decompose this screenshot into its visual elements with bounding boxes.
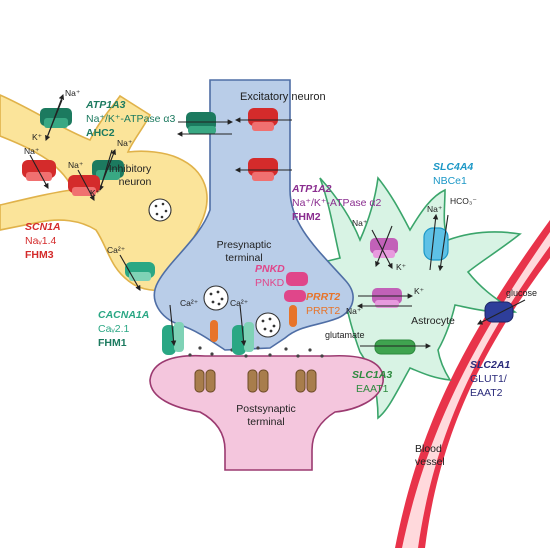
ion-k-pump-soma: K⁺ [90, 188, 101, 198]
vesicle-contents [154, 202, 276, 333]
slc4a4-transporter [423, 213, 449, 272]
ion-k-astro-2: K⁺ [414, 286, 425, 296]
ion-k-astro-1: K⁺ [396, 262, 407, 272]
ion-k-axon: K⁺ [32, 132, 43, 142]
gene-atp1a2: ATP1A2 [291, 183, 332, 195]
protein-cacna1a: Caᵥ2.1 [98, 323, 130, 335]
label-inhibitory-neuron-2: neuron [119, 176, 152, 188]
ion-na-pump-soma: Na⁺ [117, 138, 133, 148]
postsynaptic-receptors [194, 369, 317, 393]
disease-atp1a2: FHM2 [292, 211, 321, 223]
protein-atp1a2: Na⁺/K⁺-ATPase α2 [292, 197, 381, 209]
label-inhibitory-neuron-1: Inhibitory [109, 163, 152, 175]
label-blood-vessel-2: vessel [415, 456, 445, 468]
ion-na-astro-2: Na⁺ [346, 306, 362, 316]
protein-slc4a4: NBCe1 [433, 175, 467, 187]
blood-vessel [395, 220, 550, 548]
label-excitatory-neuron: Excitatory neuron [240, 91, 326, 103]
ion-na-astro-1: Na⁺ [352, 218, 368, 228]
synaptic-vesicles [148, 198, 281, 338]
ion-ca-presyn-1: Ca²⁺ [180, 298, 199, 308]
slc2a1-transporter [477, 299, 526, 325]
ion-na-axon: Na⁺ [65, 88, 81, 98]
slc1a3-transporter [360, 339, 432, 355]
neurotransmitter-dots [188, 346, 324, 358]
label-glutamate: glutamate [325, 330, 365, 340]
label-astrocyte: Astrocyte [411, 315, 455, 327]
label-blood-vessel-1: Blood [415, 443, 442, 455]
gene-cacna1a: CACNA1A [98, 309, 149, 321]
gene-prrt2: PRRT2 [306, 291, 340, 303]
protein-scn1a: Naᵥ1.4 [25, 235, 57, 247]
ion-na-scn-soma: Na⁺ [68, 160, 84, 170]
ion-hco3-nbc: HCO₃⁻ [450, 196, 477, 206]
gene-slc2a1: SLC2A1 [470, 359, 510, 371]
gene-slc1a3: SLC1A3 [352, 369, 392, 381]
ion-labels: Na⁺ K⁺ Na⁺ Na⁺ Na⁺ K⁺ Ca²⁺ Ca²⁺ Ca²⁺ Na⁺… [24, 88, 477, 316]
protein-slc2a1-line1: GLUT1/ [470, 373, 507, 385]
ion-ca-presyn-2: Ca²⁺ [230, 298, 249, 308]
ion-na-nbc: Na⁺ [427, 204, 443, 214]
ion-ca-inhibitory: Ca²⁺ [107, 245, 126, 255]
gene-slc4a4: SLC4A4 [433, 161, 473, 173]
atp1a3-pump-soma [92, 148, 124, 192]
gene-atp1a3: ATP1A3 [85, 99, 126, 111]
disease-atp1a3: AHC2 [86, 127, 115, 139]
protein-pnkd: PNKD [255, 277, 285, 289]
scn1a-channel-axon [22, 154, 56, 189]
label-glucose: glucose [506, 288, 537, 298]
label-postsynaptic-2: terminal [247, 416, 284, 428]
gene-pnkd: PNKD [255, 263, 285, 275]
gene-scn1a: SCN1A [25, 221, 61, 233]
label-presynaptic-1: Presynaptic [217, 239, 272, 251]
protein-slc1a3: EAAT1 [356, 383, 389, 395]
cacna1a-channel-presynaptic [162, 304, 254, 355]
sodium-channels-excitatory [234, 108, 292, 181]
atp1a3-pump-excitatory [176, 112, 234, 137]
atp1a3-pump-axon [40, 93, 72, 142]
scn1a-channel-soma [68, 169, 100, 201]
disease-cacna1a: FHM1 [98, 337, 127, 349]
disease-scn1a: FHM3 [25, 249, 54, 261]
label-postsynaptic-1: Postsynaptic [236, 403, 296, 415]
atp1a2-pump-lower [356, 288, 414, 309]
protein-atp1a3: Na⁺/K⁺-ATPase α3 [86, 113, 175, 125]
protein-slc2a1-line2: EAAT2 [470, 387, 503, 399]
ion-na-scn-axon: Na⁺ [24, 146, 40, 156]
cacna1a-channel-inhibitory [119, 254, 155, 291]
pnkd-protein [284, 272, 308, 302]
atp1a2-pump-upper [370, 225, 398, 269]
protein-prrt2: PRRT2 [306, 305, 340, 317]
label-presynaptic-2: terminal [225, 252, 262, 264]
prrt2-protein [210, 305, 297, 342]
